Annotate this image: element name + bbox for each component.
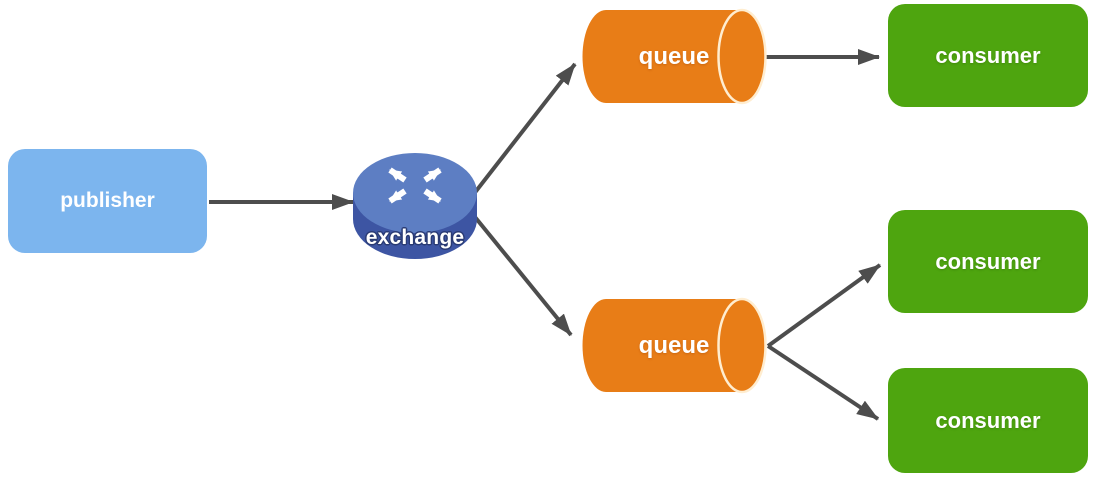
queue2-label: queue xyxy=(638,331,710,359)
queue1-cylinder xyxy=(582,8,767,105)
consumer1-label: consumer xyxy=(935,42,1041,68)
edge-exchange-queue2 xyxy=(464,204,573,337)
queue1-label: queue xyxy=(638,42,710,70)
exchange-node-shape xyxy=(353,153,477,259)
edge-exchange-queue1 xyxy=(464,62,577,206)
edge-queue2-consumer3 xyxy=(766,344,880,421)
consumer2-node: consumer xyxy=(888,210,1088,313)
edge-queue2-consumer2 xyxy=(766,263,882,348)
queue2-cap xyxy=(717,297,767,394)
queue2-cylinder xyxy=(582,297,767,394)
consumer1-node: consumer xyxy=(888,4,1088,107)
consumer2-label: consumer xyxy=(935,248,1041,274)
consumer3-node: consumer xyxy=(888,368,1088,473)
crossed-arrows-icon xyxy=(388,167,442,204)
exchange-label: exchange xyxy=(365,225,465,249)
consumer3-label: consumer xyxy=(935,407,1041,433)
queue1-cap xyxy=(717,8,767,105)
publisher-label: publisher xyxy=(60,189,155,212)
publisher-node: publisher xyxy=(8,149,207,253)
